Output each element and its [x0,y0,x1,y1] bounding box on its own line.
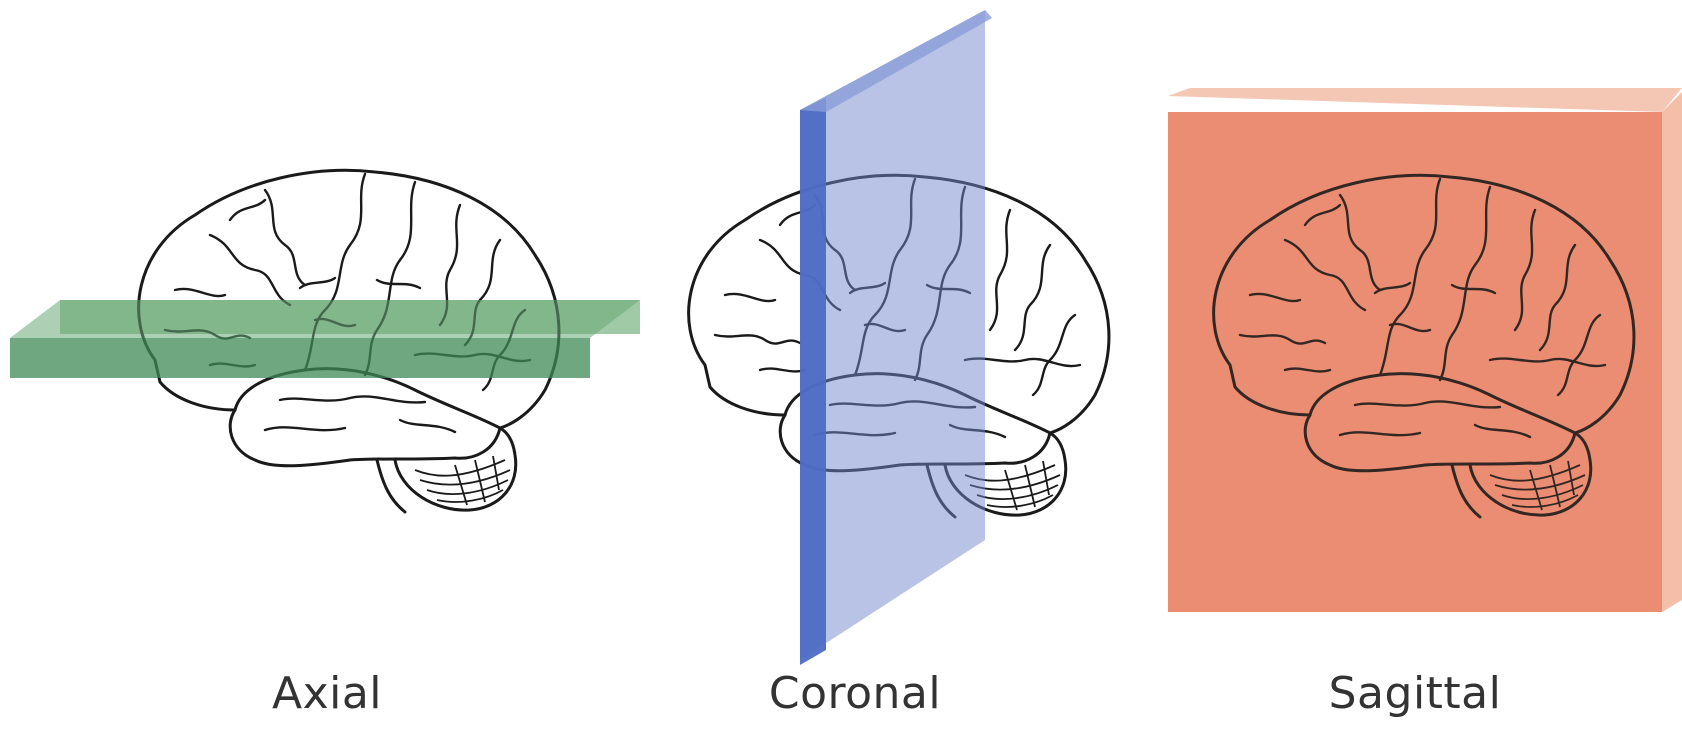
sagittal-plane-top [1168,88,1682,112]
axial-plane-edge [10,338,590,378]
sagittal-plane-face [1168,112,1662,612]
coronal-plane-edge [800,98,826,665]
coronal-label: Coronal [695,668,1015,719]
axial-panel [10,170,640,512]
coronal-panel [689,10,1109,665]
sagittal-label: Sagittal [1255,668,1575,719]
axial-label: Axial [167,668,487,719]
axial-plane-front [10,300,640,338]
sagittal-panel [1168,88,1682,612]
sagittal-plane-side [1662,92,1682,612]
